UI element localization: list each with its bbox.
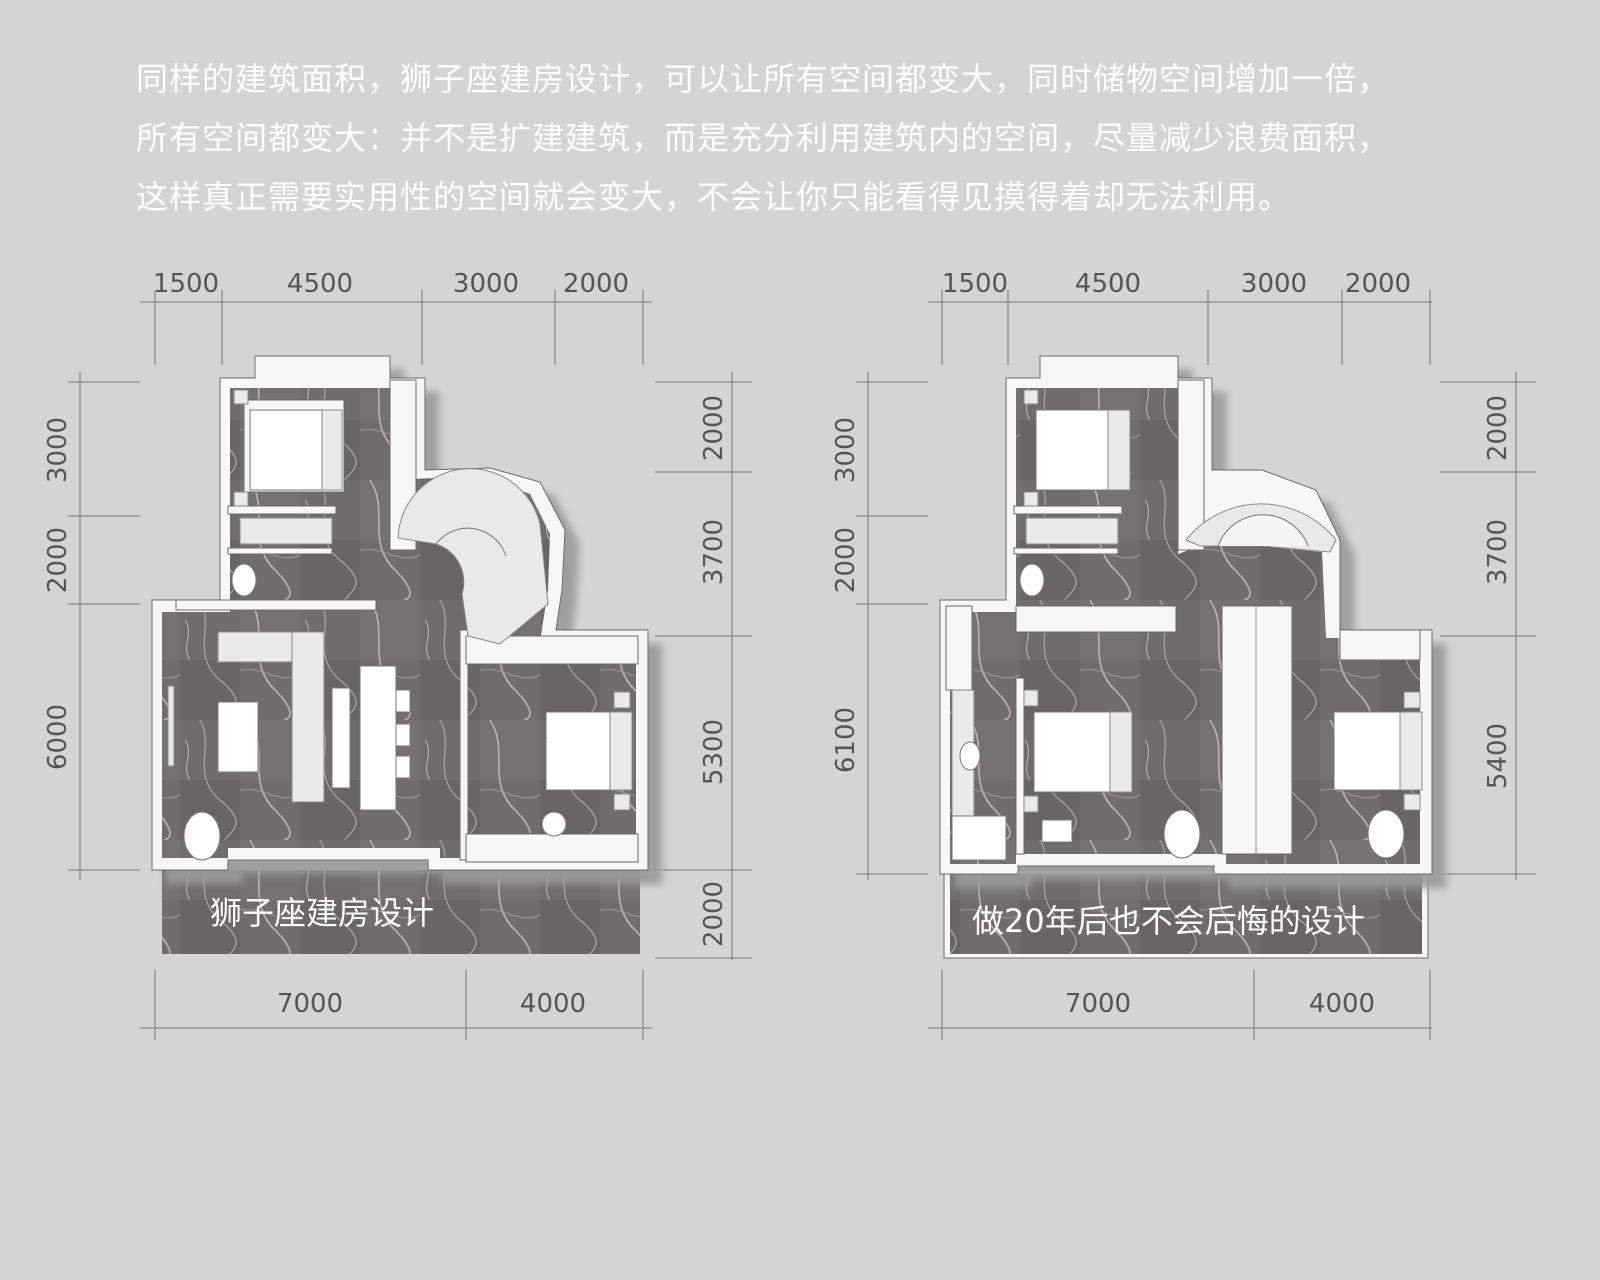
plan-right-closet [1339,629,1421,661]
dim-left-1: 3000 [43,417,73,483]
dim-bottom-2: 4000 [1309,989,1375,1019]
plan-right-vanity [1025,517,1119,545]
dim-top-2: 4500 [287,269,353,299]
plan-left-coffee-table [217,701,259,773]
plan-left-nightstand-2 [233,491,249,507]
intro-line-3: 这样真正需要实用性的空间就会变大，不会让你只能看得见摸得着却无法利用。 [136,178,1292,216]
plan-right-armchair-2 [1367,809,1405,859]
plan-right-caption: 做20年后也不会后悔的设计 [972,902,1365,940]
plan-left-terrace [162,870,640,954]
plan-left-chair-3 [395,755,411,779]
plan-right-bed-3-headboard [1399,711,1423,791]
dim-right-1: 2000 [1483,395,1513,461]
dim-right-2: 3700 [1483,519,1513,585]
plan-left-bed-1-headboard [321,409,343,491]
plan-right-wall-1 [1013,505,1123,515]
plan-right-shower [951,815,1007,861]
plan-right-nightstand-5 [1403,691,1421,709]
plan-left-dimensions: 1500 4500 3000 2000 7000 4000 3000 2000 … [43,269,752,1040]
dim-left-3: 6100 [831,707,861,773]
plan-left-wall-1 [227,505,337,515]
dim-top-2: 4500 [1075,269,1141,299]
dim-right-4: 2000 [699,881,729,947]
plan-left-dining-table [359,665,397,811]
plan-left-wall-4 [459,629,469,861]
plan-right-nightstand-4 [1023,795,1039,813]
plan-right-toilet-1 [1019,563,1045,597]
plan-right-bed-3 [1333,711,1401,791]
plan-left-stool [541,811,567,837]
plan-left-bed-2 [545,711,611,791]
plan-left-tv-cabinet [331,687,351,789]
plan-right-desk [1041,819,1073,843]
plan-left-window [167,685,175,767]
dim-left-3: 6000 [43,704,73,770]
dim-top-4: 2000 [1345,269,1411,299]
plan-left-armchair [183,811,221,861]
dim-top-3: 3000 [1241,269,1307,299]
plan-right-nightstand-1 [1023,389,1039,405]
dim-top-4: 2000 [563,269,629,299]
plan-right-bed-1-headboard [1107,409,1131,491]
plan-left-bed-2-headboard [609,711,633,791]
plan-right-toilet-2 [959,741,981,771]
dim-bottom-1: 7000 [277,989,343,1019]
intro-line-1: 同样的建筑面积，狮子座建房设计，可以让所有空间都变大，同时储物空间增加一倍， [136,60,1391,98]
plan-right-bed-1 [1035,409,1109,491]
dim-left-2: 2000 [831,527,861,593]
plan-right-wall-3 [1015,677,1025,855]
plan-left-sofa-side [291,631,325,803]
plan-left-bed-1-mattress [249,409,323,491]
dim-right-1: 2000 [699,395,729,461]
intro-line-2: 所有空间都变大：并不是扩建建筑，而是充分利用建筑内的空间，尽量减少浪费面积， [136,119,1391,157]
dim-bottom-1: 7000 [1065,989,1131,1019]
plan-left-nightstand-4 [613,793,631,811]
plan-left-wall-3 [175,599,377,611]
plan-right-nightstand-3 [1023,689,1039,707]
dim-top-1: 1500 [153,269,219,299]
plan-left-nightstand-3 [613,691,631,709]
dim-left-1: 3000 [831,417,861,483]
plan-right-nightstand-6 [1403,793,1421,811]
plan-left-wall-2 [227,547,333,555]
plan-right-wardrobe-1 [1177,379,1205,551]
plan-left-nightstand-1 [233,389,249,405]
plan-right: 1500 4500 3000 2000 7000 4000 3000 2000 … [831,269,1536,1040]
plan-right-nightstand-2 [1023,491,1039,507]
intro-text: 同样的建筑面积，狮子座建房设计，可以让所有空间都变大，同时储物空间增加一倍， 所… [136,50,1556,227]
dim-bottom-2: 4000 [520,989,586,1019]
plan-right-bed-2-headboard [1109,711,1133,793]
dim-right-3: 5300 [699,719,729,785]
plan-left-staircase [397,468,549,645]
plan-left: 1500 4500 3000 2000 7000 4000 3000 2000 … [43,269,752,1040]
plan-left-toilet-1 [231,563,257,597]
plan-right-wardrobe-3 [1221,605,1293,855]
plan-right-bed-2 [1033,711,1111,793]
plan-right-wardrobe-2 [1015,605,1177,633]
dim-top-3: 3000 [453,269,519,299]
dim-top-1: 1500 [942,269,1008,299]
plan-left-caption: 狮子座建房设计 [210,894,434,932]
plan-right-terrace [950,874,1422,954]
plan-right-dimensions: 1500 4500 3000 2000 7000 4000 3000 2000 … [831,269,1536,1040]
dim-right-2: 3700 [699,519,729,585]
dim-right-3: 5400 [1483,723,1513,789]
plan-left-vanity [239,517,333,545]
plan-right-wall-2 [1013,547,1119,555]
plan-left-chair-2 [395,723,411,747]
plan-right-pantry [945,605,973,691]
plan-right-armchair-1 [1163,809,1201,859]
dim-left-2: 2000 [43,527,73,593]
plan-left-chair-1 [395,689,411,713]
plan-left-wall-5 [465,833,639,863]
